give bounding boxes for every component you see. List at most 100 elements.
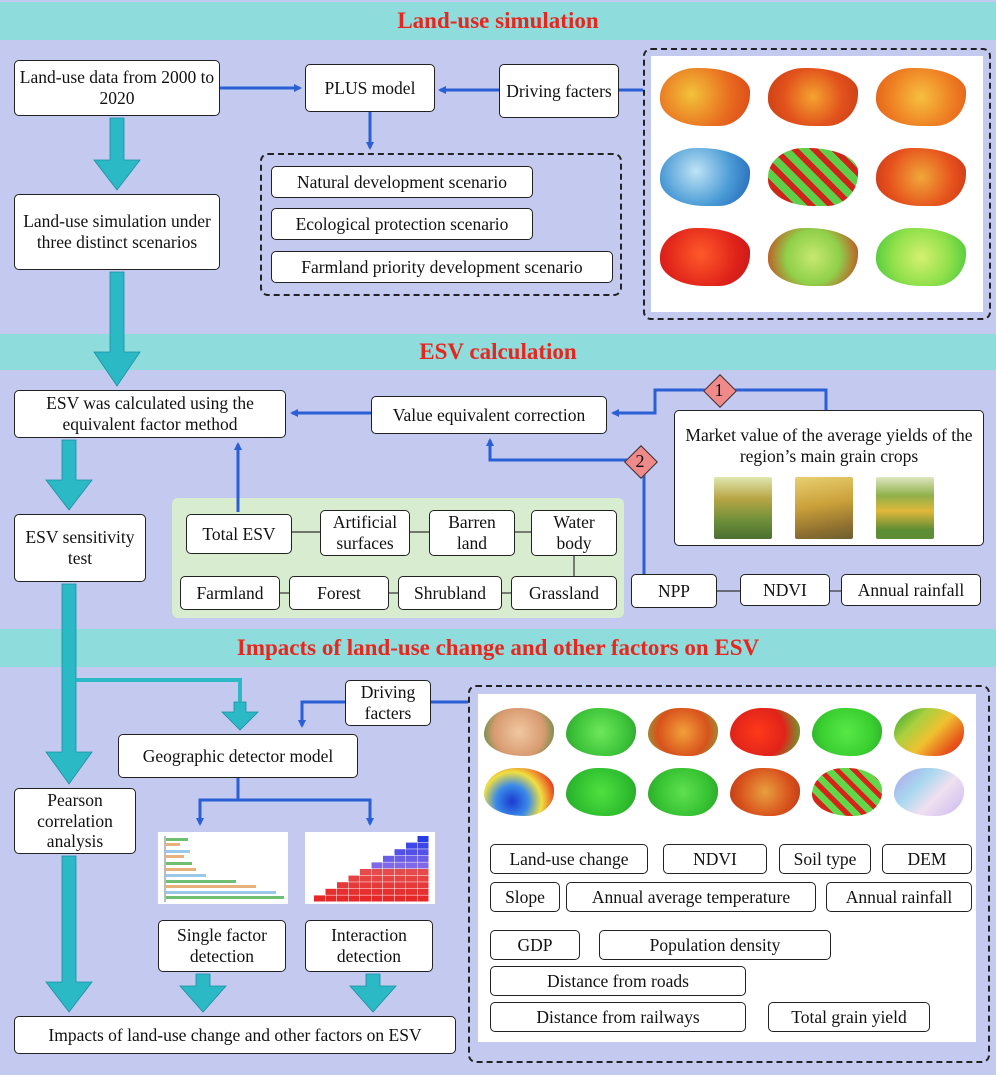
section-title-land-use-simulation: Land-use simulation	[0, 2, 996, 40]
scenario-ecological: Ecological protection scenario	[271, 208, 533, 240]
factor-map	[812, 768, 882, 816]
factor-population-density: Population density	[599, 930, 831, 960]
heatmap-cell	[417, 855, 429, 862]
heatmap-cell	[394, 895, 406, 902]
heatmap-cell	[325, 895, 337, 902]
heatmap-cell	[371, 875, 383, 882]
driving-factors-group	[468, 685, 990, 1063]
driving-factor-maps-group	[643, 48, 991, 320]
wheat-photo	[714, 477, 772, 539]
arrow-driving2-to-detector	[298, 700, 345, 728]
heatmap-cell	[406, 862, 417, 869]
heatmap-cell	[406, 849, 417, 856]
factor-map	[648, 708, 718, 756]
heatmap-cell	[371, 888, 383, 895]
heatmap-cell	[348, 895, 360, 902]
driving-factor-map	[660, 148, 750, 206]
factor-map	[812, 708, 882, 756]
heatmap-cell	[383, 895, 394, 902]
factor-gdp: GDP	[490, 930, 580, 960]
teal-arrow-pearson-to-impacts	[45, 855, 93, 1013]
factor-map	[566, 768, 636, 816]
heatmap-cell	[417, 836, 429, 843]
plus-model-box: PLUS model	[305, 64, 435, 112]
heatmap-cell	[417, 888, 429, 895]
teal-arrow-data-to-simulation	[93, 117, 141, 191]
interaction-heatmap	[314, 836, 429, 902]
factor-ndvi: NDVI	[663, 844, 767, 874]
heatmap-cell	[371, 869, 383, 876]
driving-factor-map	[660, 68, 750, 126]
heatmap-cell	[383, 875, 394, 882]
factor-map	[730, 708, 800, 756]
forest-box: Forest	[289, 576, 389, 610]
sensitivity-box: ESV sensitivity test	[14, 514, 146, 582]
teal-arrow-interaction-to-impacts	[349, 973, 397, 1013]
factor-soil-type: Soil type	[779, 844, 871, 874]
market-value-text: Market value of the average yields of th…	[685, 425, 973, 466]
marker-1: 1	[703, 374, 737, 408]
heatmap-cell	[383, 882, 394, 889]
heatmap-cell	[337, 888, 348, 895]
heatmap-cell	[360, 875, 371, 882]
factor-map	[566, 708, 636, 756]
heatmap-cell	[394, 862, 406, 869]
scenario-farmland: Farmland priority development scenario	[271, 251, 613, 283]
factor-land-use-change: Land-use change	[490, 844, 648, 874]
heatmap-cell	[348, 882, 360, 889]
shrubland-box: Shrubland	[398, 576, 502, 610]
driving-factor-map	[876, 228, 966, 286]
heatmap-cell	[394, 882, 406, 889]
scenario-natural: Natural development scenario	[271, 166, 533, 198]
teal-arrow-single-to-impacts	[179, 973, 227, 1013]
factor-map	[484, 708, 554, 756]
teal-arrow-simulation-to-esv	[93, 271, 141, 387]
heatmap-cell	[314, 895, 325, 902]
heatmap-cell	[394, 855, 406, 862]
simulation-box: Land-use simulation under three distinct…	[14, 194, 220, 270]
teal-arrow-to-geo-detector	[221, 701, 259, 731]
geographic-detector-box: Geographic detector model	[118, 734, 358, 778]
teal-arrow-sensitivity-to-pearson	[45, 583, 93, 785]
heatmap-cell	[383, 862, 394, 869]
marker-2: 2	[624, 445, 658, 479]
heatmap-cell	[417, 862, 429, 869]
heatmap-cell	[406, 842, 417, 849]
heatmap-cell	[394, 875, 406, 882]
heatmap-cell	[371, 882, 383, 889]
heatmap-cell	[417, 882, 429, 889]
single-factor-bars	[164, 836, 284, 902]
driving-facters-box-2: Driving facters	[345, 680, 431, 726]
heatmap-cell	[337, 882, 348, 889]
factor-distance-from-railways: Distance from railways	[490, 1002, 746, 1032]
heatmap-cell	[348, 888, 360, 895]
heatmap-cell	[406, 869, 417, 876]
heatmap-cell	[417, 842, 429, 849]
heatmap-cell	[417, 895, 429, 902]
factor-map	[894, 768, 964, 816]
pearson-box: Pearson correlation analysis	[14, 788, 136, 854]
factor-annual-average-temperature: Annual average temperature	[566, 882, 816, 912]
driving-facters-box: Driving facters	[499, 64, 619, 118]
section-title-esv-calculation: ESV calculation	[0, 334, 996, 370]
heatmap-cell	[417, 849, 429, 856]
heatmap-cell	[394, 888, 406, 895]
heatmap-cell	[394, 869, 406, 876]
heatmap-cell	[383, 888, 394, 895]
farmland-box: Farmland	[180, 576, 280, 610]
esv-calculation-box: ESV was calculated using the equivalent …	[14, 390, 286, 438]
heatmap-cell	[406, 855, 417, 862]
heatmap-cell	[360, 895, 371, 902]
arrow-marker1-path	[611, 388, 828, 417]
heatmap-cell	[406, 888, 417, 895]
heatmap-cell	[371, 862, 383, 869]
total-esv-box: Total ESV	[186, 514, 292, 554]
driving-factor-map	[768, 148, 858, 206]
heatmap-cell	[406, 882, 417, 889]
heatmap-cell	[360, 888, 371, 895]
arrow-detector-branches	[236, 778, 374, 826]
factor-total-grain-yield: Total grain yield	[768, 1002, 930, 1032]
heatmap-cell	[406, 895, 417, 902]
heatmap-cell	[406, 875, 417, 882]
ndvi-box: NDVI	[740, 574, 830, 606]
